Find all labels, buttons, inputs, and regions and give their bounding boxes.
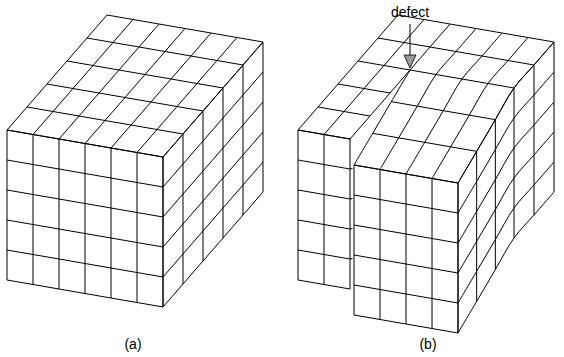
lattice-line <box>163 102 263 217</box>
lattice-line <box>458 42 554 183</box>
lattice-line <box>458 42 554 183</box>
lattice-line <box>298 160 350 169</box>
lattice-line <box>476 151 477 301</box>
lattice-line <box>7 15 107 130</box>
defect-label: defect <box>391 4 429 20</box>
lattice-line <box>203 111 204 261</box>
lattice-line <box>350 139 351 289</box>
lattice-line <box>458 192 554 333</box>
lattice-line <box>137 153 138 303</box>
lattice-line <box>7 130 8 280</box>
lattice-line <box>350 198 353 200</box>
lattice-line <box>67 61 223 88</box>
lattice-line <box>85 29 185 144</box>
lattice-line <box>223 88 224 238</box>
lattice-line <box>7 160 163 187</box>
lattice-line <box>406 174 407 324</box>
lattice-line <box>263 42 264 192</box>
lattice-line <box>298 130 350 139</box>
lattice-line <box>7 280 163 307</box>
lattice-line <box>111 148 112 298</box>
lattice-line <box>163 72 263 187</box>
lattice-line <box>458 102 554 243</box>
lattice-line <box>7 250 163 277</box>
lattice-line <box>318 107 370 116</box>
lattice-line <box>324 20 424 135</box>
arrow-head <box>404 55 416 68</box>
lattice-line <box>298 220 350 229</box>
perfect-crystal <box>7 15 263 307</box>
lattice-line <box>298 130 299 280</box>
lattice-line <box>163 192 263 307</box>
lattice-line <box>107 15 263 42</box>
lattice-line <box>7 220 163 247</box>
lattice-line <box>354 165 458 183</box>
lattice-line <box>495 120 496 270</box>
lattice-line <box>354 165 355 315</box>
lattice-line <box>350 168 353 170</box>
figure-label: (a) <box>124 336 141 352</box>
lattice-line <box>7 190 163 217</box>
lattice-line <box>163 42 263 157</box>
lattice-line <box>458 72 554 213</box>
lattice-line <box>243 65 244 215</box>
lattice-line <box>111 33 211 148</box>
lattice-line <box>354 285 458 303</box>
lattice-line <box>298 15 398 130</box>
lattice-line <box>7 130 163 157</box>
lattice-line <box>458 183 459 333</box>
lattice-line <box>350 24 450 139</box>
defect-arrow <box>404 24 416 68</box>
figure-label: (b) <box>419 336 436 352</box>
lattice-line <box>350 228 353 230</box>
lattice-line <box>514 88 515 238</box>
lattice-line <box>406 33 502 174</box>
lattice-line <box>27 107 183 134</box>
lattice-line <box>338 84 390 93</box>
lattice-line <box>554 42 555 192</box>
lattice-line <box>137 38 237 153</box>
lattice-line <box>33 135 34 285</box>
lattice-line <box>59 24 159 139</box>
lattice-line <box>298 190 350 199</box>
lattice-line <box>354 195 458 213</box>
lattice-line <box>391 102 495 120</box>
lattice-line <box>354 165 458 183</box>
lattice-line <box>534 65 535 215</box>
lattice-line <box>354 70 410 165</box>
lattice-line <box>183 134 184 284</box>
lattice-line <box>354 225 458 243</box>
lattice-line <box>33 20 133 135</box>
lattice-line <box>380 170 381 320</box>
lattice-line <box>324 135 325 285</box>
lattice-line <box>59 139 60 289</box>
lattice-line <box>87 38 243 65</box>
arrow-shaft <box>410 24 411 57</box>
lattice-line <box>350 258 353 260</box>
lattice-line <box>373 133 477 151</box>
lattice-line <box>163 157 164 307</box>
lattice-line <box>163 157 164 307</box>
lattice-line <box>358 61 514 88</box>
lattice-line <box>298 250 350 259</box>
lattice-line <box>432 179 433 329</box>
lattice-line <box>163 132 263 247</box>
lattice-line <box>298 130 350 139</box>
lattice-line <box>458 183 459 333</box>
lattice-line <box>163 162 263 277</box>
lattice-line <box>458 132 554 273</box>
lattice-line <box>354 255 458 273</box>
lattice-line <box>298 280 350 289</box>
screw-dislocation-crystal <box>298 15 554 333</box>
lattice-line <box>7 130 163 157</box>
lattice-line <box>85 144 86 294</box>
lattice-line <box>378 38 534 65</box>
lattice-line <box>458 162 554 303</box>
lattice-line <box>354 315 458 333</box>
lattice-line <box>163 42 263 157</box>
lattice-line <box>47 84 203 111</box>
